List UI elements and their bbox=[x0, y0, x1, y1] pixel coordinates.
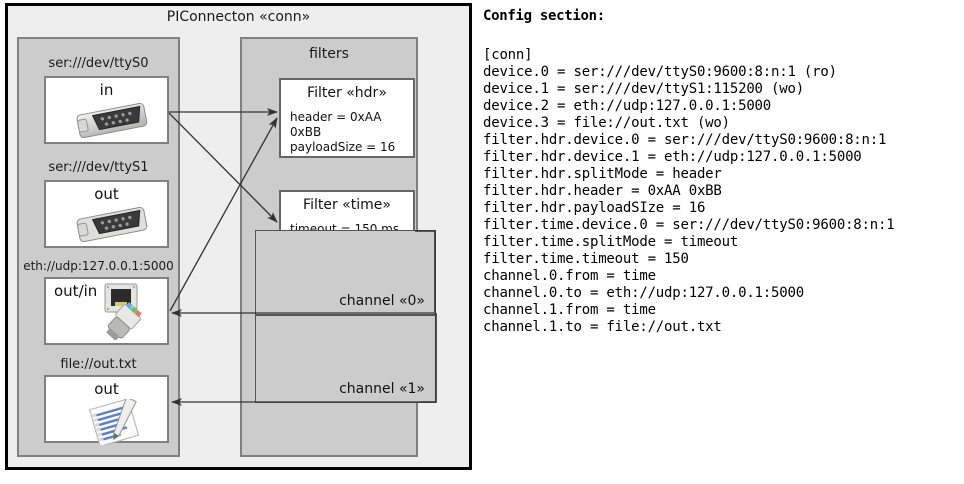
architecture-diagram: PIConnecton «conn» filters ser:///dev/tt… bbox=[0, 0, 478, 484]
device-node-ttys1[interactable]: out bbox=[44, 180, 169, 248]
filter-title: Filter «time» bbox=[303, 197, 391, 213]
serial-connector-icon bbox=[72, 100, 152, 146]
diagram-title: PIConnecton «conn» bbox=[166, 9, 311, 25]
config-line: channel.0.from = time bbox=[483, 268, 656, 284]
channel-box-0[interactable]: channel «0» bbox=[255, 230, 436, 315]
connector-arrows bbox=[168, 108, 437, 406]
config-line: [conn] bbox=[483, 47, 533, 63]
device-label-eth: eth://udp:127.0.0.1:5000 bbox=[23, 259, 174, 273]
text-file-icon bbox=[86, 396, 148, 449]
config-section: Config section: [conn]device.0 = ser:///… bbox=[480, 0, 964, 484]
ethernet-plug-icon bbox=[104, 283, 168, 349]
config-line: filter.hdr.device.1 = eth://udp:127.0.0.… bbox=[483, 149, 862, 165]
edge-eth-to-hdr bbox=[169, 117, 278, 312]
filter-title: Filter «hdr» bbox=[307, 85, 387, 101]
channel-label: channel «1» bbox=[339, 381, 425, 397]
device-node-file[interactable]: out bbox=[44, 375, 169, 447]
config-line: channel.0.to = eth://udp:127.0.0.1:5000 bbox=[483, 285, 804, 301]
config-line: device.1 = ser:///dev/ttyS1:115200 (wo) bbox=[483, 81, 804, 97]
edge-time-rail-2 bbox=[420, 313, 437, 403]
device-label-file: file://out.txt bbox=[60, 357, 137, 372]
filter-box-hdr[interactable]: Filter «hdr» header = 0xAA 0xBB payloadS… bbox=[279, 78, 415, 158]
device-label-ttys1: ser:///dev/ttyS1 bbox=[48, 160, 149, 175]
filter-prop: payloadSize = 16 bbox=[290, 140, 396, 154]
config-line: device.3 = file://out.txt (wo) bbox=[483, 115, 730, 131]
config-line: filter.hdr.header = 0xAA 0xBB bbox=[483, 183, 722, 199]
filter-props: header = 0xAA 0xBB payloadSize = 16 bbox=[290, 110, 413, 155]
edge-ttys0-to-time bbox=[168, 112, 278, 223]
config-text-block: [conn]device.0 = ser:///dev/ttyS0:9600:8… bbox=[483, 47, 895, 336]
filters-group-title: filters bbox=[309, 46, 349, 62]
serial-connector-icon bbox=[72, 204, 152, 250]
config-line: filter.hdr.splitMode = header bbox=[483, 166, 722, 182]
config-line: channel.1.to = file://out.txt bbox=[483, 319, 722, 335]
config-line: device.2 = eth://udp:127.0.0.1:5000 bbox=[483, 98, 772, 114]
filter-prop: header = 0xAA 0xBB bbox=[290, 110, 382, 139]
config-line: filter.time.device.0 = ser:///dev/ttyS0:… bbox=[483, 217, 895, 233]
config-line: filter.hdr.device.0 = ser:///dev/ttyS0:9… bbox=[483, 132, 887, 148]
config-line: channel.1.from = time bbox=[483, 302, 656, 318]
edge-time-rail bbox=[415, 230, 436, 313]
channel-box-1[interactable]: channel «1» bbox=[255, 315, 436, 403]
device-label-ttys0: ser:///dev/ttyS0 bbox=[48, 56, 149, 71]
config-section-heading: Config section: bbox=[483, 8, 605, 24]
config-line: device.0 = ser:///dev/ttyS0:9600:8:n:1 (… bbox=[483, 64, 837, 80]
config-line: filter.time.splitMode = timeout bbox=[483, 234, 739, 250]
channel-label: channel «0» bbox=[339, 293, 425, 309]
config-line: filter.time.timeout = 150 bbox=[483, 251, 689, 267]
config-line: filter.hdr.payloadSIze = 16 bbox=[483, 200, 706, 216]
